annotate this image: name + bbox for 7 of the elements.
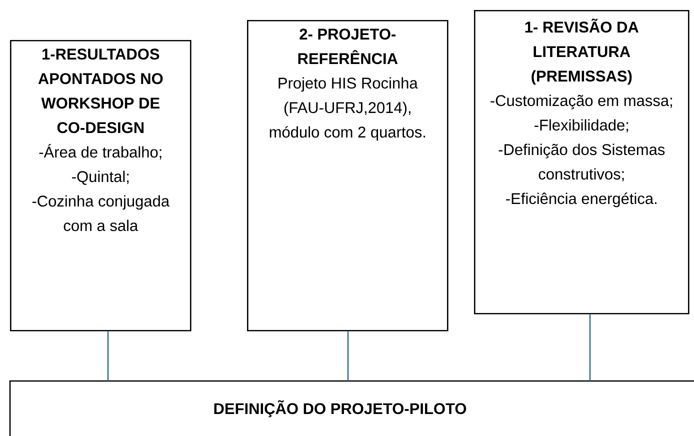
connector-line: [107, 331, 109, 381]
connector-line: [347, 331, 349, 381]
text-box: 1- REVISÃO DA LITERATURA (PREMISSAS) -Customização em massa; -Flexibilidade; -Definição dos Sistemas construtivos; -Eficiência energética.: [474, 10, 690, 314]
text-box: 2- PROJETO-REFERÊNCIA Projeto HIS Rocinha (FAU-UFRJ,2014), módulo com 2 quartos.: [247, 20, 448, 332]
connector-line: [589, 314, 591, 381]
process-box: DEFINIÇÃO DO PROJETO-PILOTO: [9, 380, 694, 436]
text-box: 1-RESULTADOS APONTADOS NO WORKSHOP DE CO-DESIGN -Área de trabalho; -Quintal; -Cozinha conjugada com a sala: [10, 40, 192, 332]
